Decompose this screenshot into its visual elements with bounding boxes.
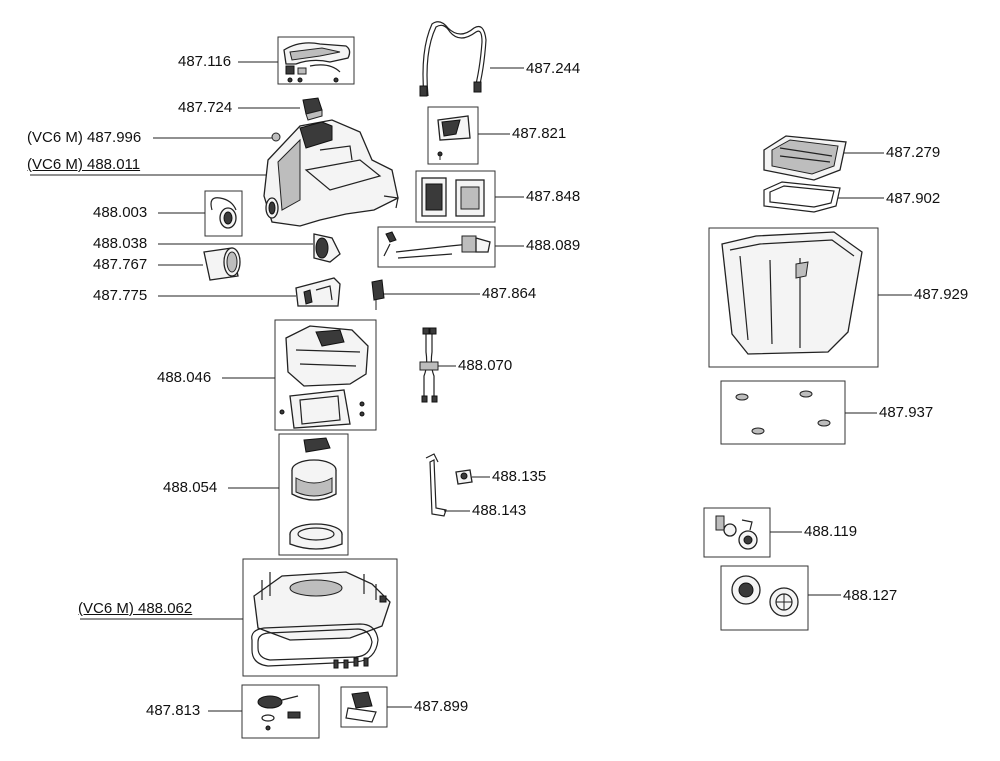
part-drawing-487996	[271, 132, 281, 142]
part-drawing-488003	[210, 197, 237, 229]
part-drawing-488011	[263, 119, 399, 227]
label-488143: 488.143	[472, 502, 527, 519]
label-488046: 488.046	[157, 369, 212, 386]
label-487813: 487.813	[146, 702, 201, 719]
label-488054: 488.054	[163, 479, 218, 496]
part-drawing-487937	[735, 390, 831, 435]
label-487902: 487.902	[886, 190, 941, 207]
part-drawing-488135	[455, 469, 473, 485]
label-487996: (VC6 M) 487.996	[27, 129, 142, 146]
box-488119	[703, 507, 771, 558]
part-drawing-488046	[279, 325, 369, 429]
label-487864: 487.864	[482, 285, 537, 302]
label-488038: 488.038	[93, 235, 148, 252]
box-488046	[274, 319, 377, 431]
box-488089	[377, 226, 496, 268]
label-488119: 488.119	[804, 523, 858, 540]
part-drawing-487767	[203, 247, 241, 281]
part-drawing-487902	[763, 181, 841, 213]
part-drawing-488089	[383, 231, 491, 259]
label-488062: (VC6 M) 488.062	[78, 600, 193, 617]
part-drawing-488038	[313, 233, 341, 263]
label-487775: 487.775	[93, 287, 148, 304]
label-487244: 487.244	[526, 60, 581, 77]
part-drawing-487724	[302, 97, 323, 121]
part-drawing-487775	[295, 277, 341, 307]
label-487848: 487.848	[526, 188, 581, 205]
box-488062	[242, 558, 398, 677]
label-487116: 487.116	[178, 53, 232, 70]
label-487937: 487.937	[879, 404, 934, 421]
label-488127: 488.127	[843, 587, 898, 604]
part-drawing-487821	[437, 115, 471, 160]
label-487724: 487.724	[178, 99, 233, 116]
part-drawing-488127	[731, 575, 799, 617]
part-drawing-487848	[421, 177, 485, 217]
label-487767: 487.767	[93, 256, 148, 273]
part-drawing-488143	[425, 453, 447, 517]
label-488135: 488.135	[492, 468, 547, 485]
part-drawing-487116	[283, 42, 351, 83]
part-drawing-488070	[419, 327, 439, 403]
part-drawing-488054	[289, 437, 343, 550]
label-488011: (VC6 M) 488.011	[27, 156, 141, 173]
box-487929	[708, 227, 879, 368]
part-drawing-487244	[419, 21, 487, 97]
label-488089: 488.089	[526, 237, 581, 254]
box-487813	[241, 684, 320, 739]
part-drawing-487279	[763, 135, 847, 181]
label-488070: 488.070	[458, 357, 513, 374]
label-487279: 487.279	[886, 144, 941, 161]
part-drawing-488119	[715, 515, 758, 550]
box-487821	[427, 106, 479, 165]
label-488003: 488.003	[93, 204, 148, 221]
part-drawing-487899	[345, 691, 377, 723]
label-487899: 487.899	[414, 698, 469, 715]
box-488054	[278, 433, 349, 556]
box-487116	[277, 36, 355, 85]
part-drawing-487864	[371, 279, 385, 310]
label-487821: 487.821	[512, 125, 567, 142]
box-488127	[720, 565, 809, 631]
part-drawing-487929	[721, 231, 863, 355]
part-drawing-488062	[251, 571, 391, 669]
part-drawing-487813	[257, 695, 301, 731]
box-487937	[720, 380, 846, 445]
label-487929: 487.929	[914, 286, 969, 303]
